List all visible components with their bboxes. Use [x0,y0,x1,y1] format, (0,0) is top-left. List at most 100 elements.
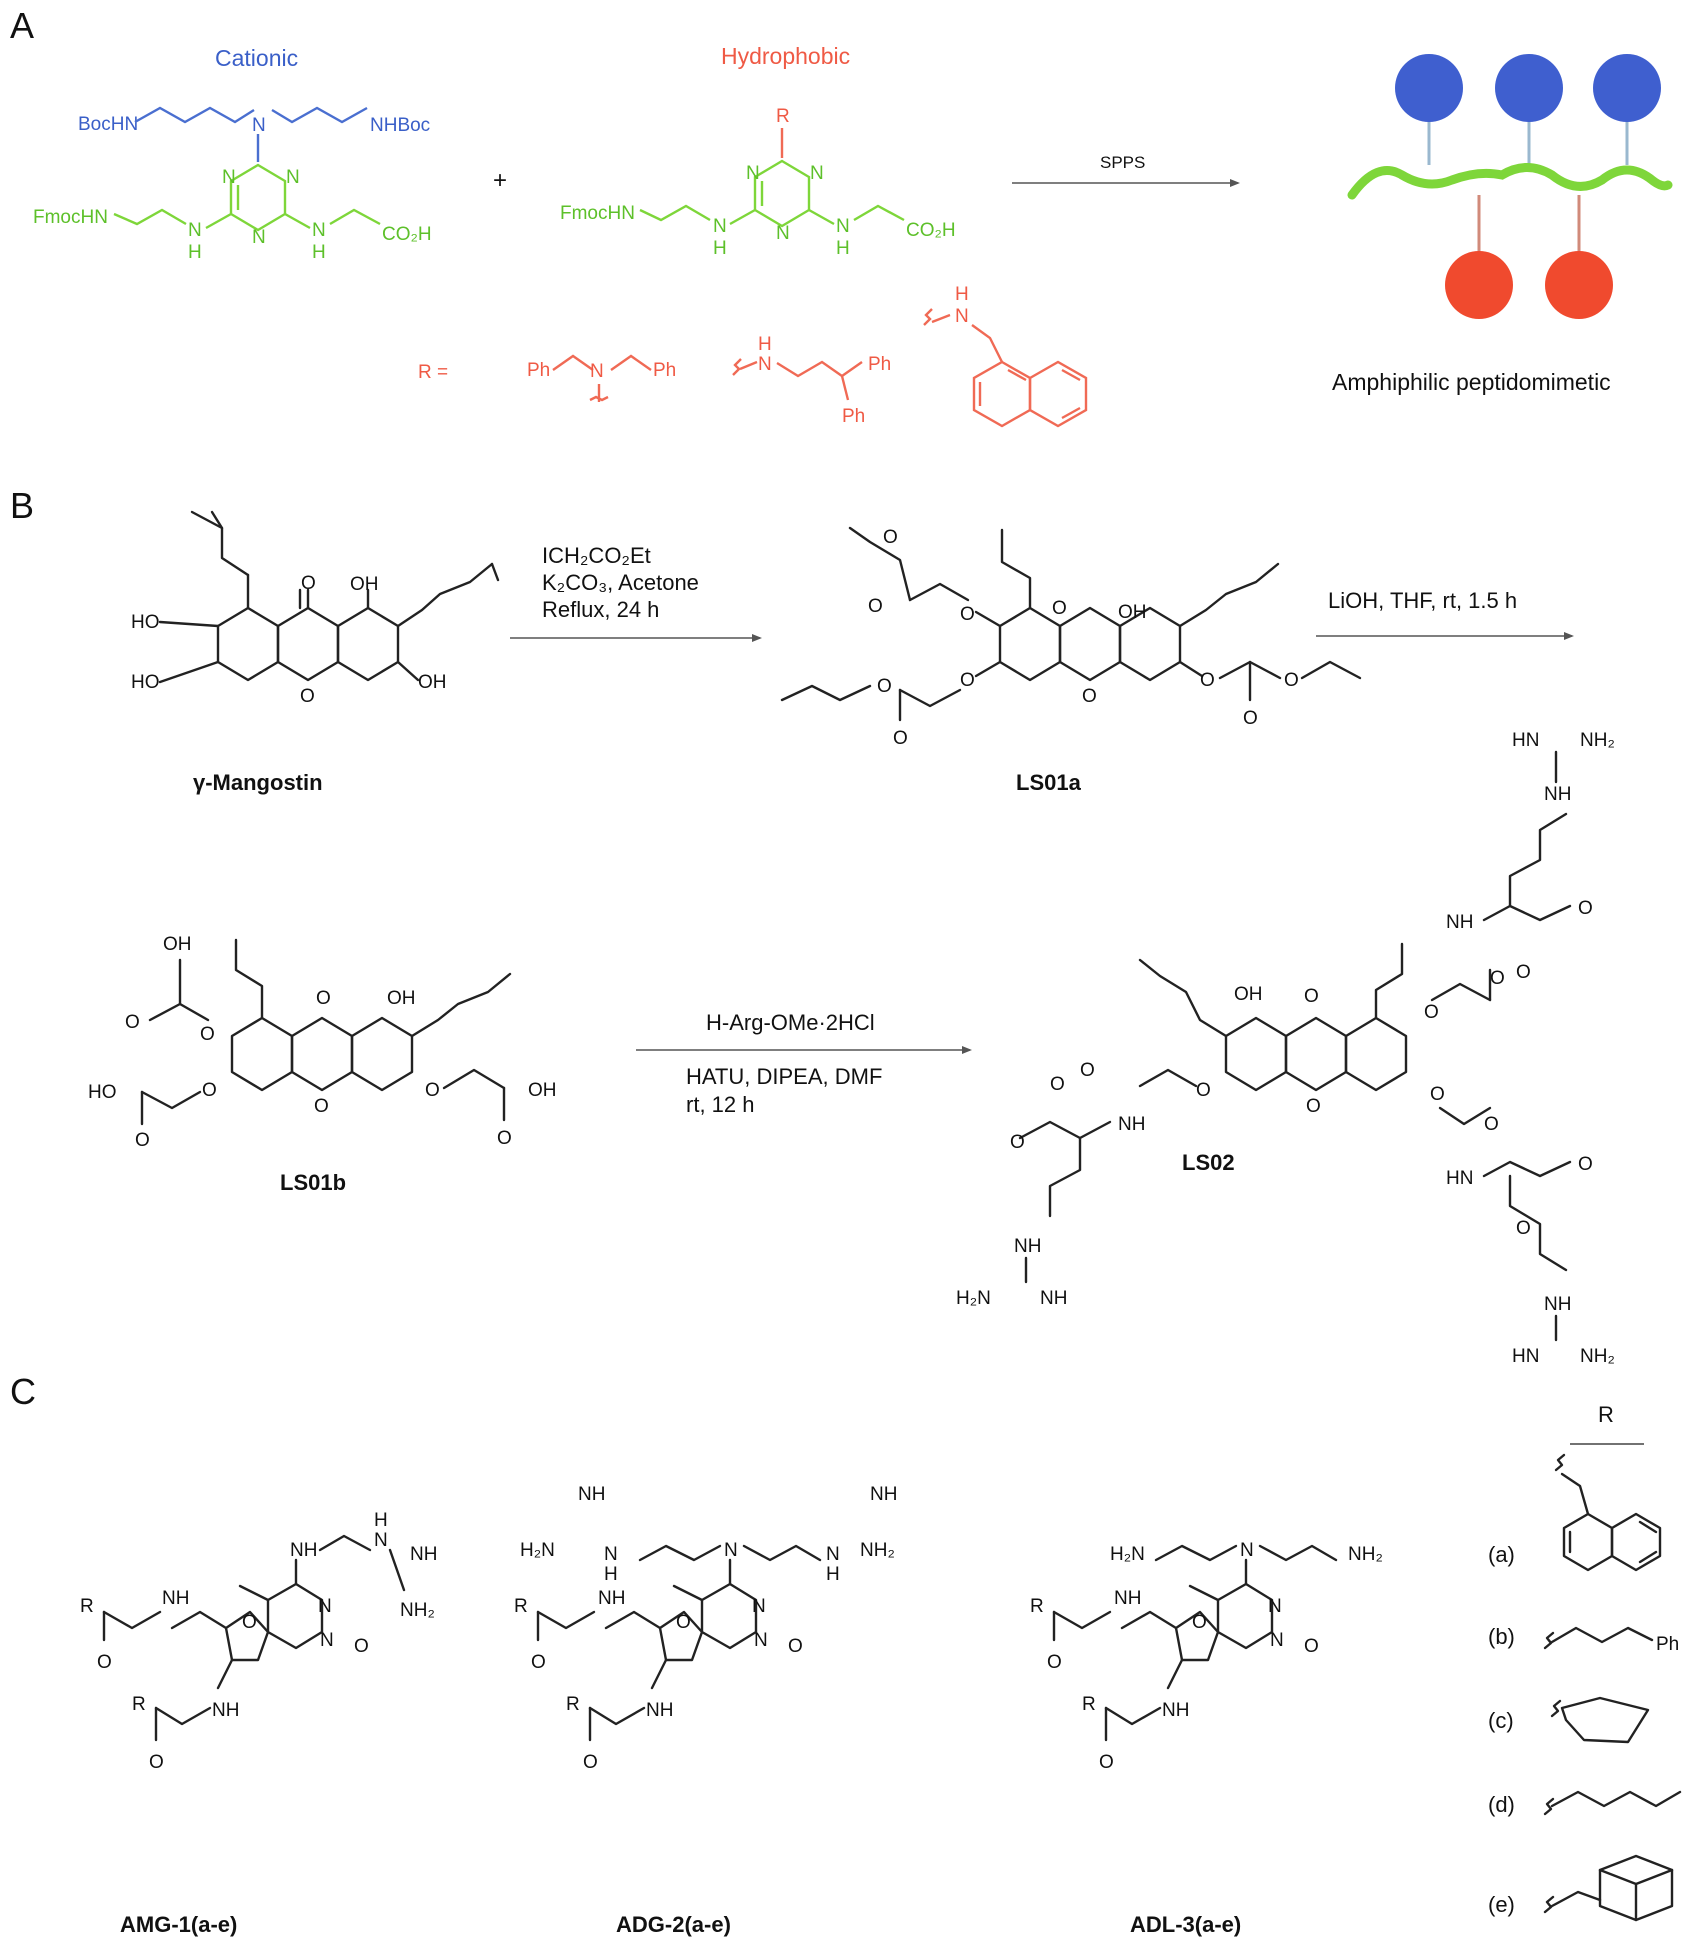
svg-text:NH: NH [1040,1288,1067,1309]
svg-text:NH: NH [1544,784,1571,805]
svg-text:R: R [80,1596,94,1617]
svg-text:NH: NH [578,1484,605,1505]
svg-text:O: O [300,686,315,707]
svg-text:O: O [242,1612,257,1633]
svg-text:N: N [713,216,727,237]
svg-text:H: H [312,242,326,263]
svg-text:NH: NH [212,1700,239,1721]
panel-label-b: B [10,485,34,526]
svg-text:N: N [590,361,604,382]
svg-text:O: O [1304,986,1319,1007]
svg-text:N: N [286,167,300,188]
svg-text:O: O [1578,898,1593,919]
cationic-bead [1495,54,1563,122]
svg-text:NH₂: NH₂ [1580,1346,1615,1367]
svg-text:O: O [1424,1002,1439,1023]
cationic-bead [1395,54,1463,122]
svg-text:OH: OH [1118,602,1147,623]
svg-text:BocHN: BocHN [78,114,138,135]
svg-text:O: O [135,1130,150,1151]
svg-text:O: O [1516,1218,1531,1239]
hydrophobic-label: Hydrophobic [721,43,850,69]
svg-text:O: O [1052,598,1067,619]
svg-text:N: N [374,1530,388,1551]
svg-text:R: R [1030,1596,1044,1617]
reaction-arrow-1-head [752,634,762,642]
svg-text:O: O [960,670,975,691]
svg-text:HO: HO [131,612,160,633]
svg-text:N: N [836,216,850,237]
reagent-3-line3: rt, 12 h [686,1092,754,1117]
svg-text:NH: NH [646,1700,673,1721]
r-item-c: (c) [1488,1708,1514,1733]
svg-text:NH: NH [1118,1114,1145,1135]
svg-text:N: N [758,354,772,375]
svg-text:Ph: Ph [868,354,891,375]
svg-text:N: N [252,227,266,248]
reagent-1-line2: K₂CO₃, Acetone [542,570,699,595]
svg-text:O: O [583,1752,598,1773]
svg-text:CO₂H: CO₂H [382,224,432,245]
compound-ls01b: LS01b [280,1170,346,1195]
svg-text:N: N [724,1540,738,1561]
compound-adg-2: ADG-2(a-e) [616,1912,731,1937]
hydrophobic-monomer: R N N N N H FmocHN N H CO₂H [560,106,956,259]
svg-text:HN: HN [1446,1168,1473,1189]
spps-arrow-head [1230,179,1240,187]
svg-text:O: O [960,604,975,625]
svg-text:O: O [1010,1132,1025,1153]
amg-1-structure: O N N O NH N H NH NH₂ NH R O NH R O [80,1510,437,1773]
hydrophobic-bead [1545,251,1613,319]
cationic-monomer: BocHN N NHBoc N N N N H FmocHN N H CO₂H [33,106,432,263]
svg-text:FmocHN: FmocHN [560,203,635,224]
svg-text:NH₂: NH₂ [860,1540,895,1561]
svg-text:NH: NH [1162,1700,1189,1721]
svg-text:H₂N: H₂N [956,1288,991,1309]
r-item-e: (e) [1488,1892,1515,1917]
svg-text:NH₂: NH₂ [400,1600,435,1621]
svg-text:R: R [132,1694,146,1715]
svg-text:OH: OH [387,988,416,1009]
svg-text:O: O [425,1080,440,1101]
svg-text:H: H [374,1510,388,1531]
svg-text:N: N [776,223,790,244]
svg-text:O: O [1243,708,1258,729]
amphiphilic-cartoon [1347,54,1673,319]
svg-text:NH: NH [1014,1236,1041,1257]
svg-text:HO: HO [88,1082,117,1103]
svg-text:H: H [836,238,850,259]
reaction-arrow-2-head [1564,632,1574,640]
svg-text:N: N [222,167,236,188]
svg-text:NH: NH [1446,912,1473,933]
svg-text:N: N [1240,1540,1254,1561]
svg-text:OH: OH [418,672,447,693]
svg-text:HN: HN [1512,730,1539,751]
plus-sign: + [493,167,507,194]
svg-text:O: O [1192,1612,1207,1633]
reagent-3-line2: HATU, DIPEA, DMF [686,1064,882,1089]
r-equals: R = [418,362,448,383]
svg-text:FmocHN: FmocHN [33,207,108,228]
svg-text:O: O [97,1652,112,1673]
reagent-1-line3: Reflux, 24 h [542,597,659,622]
svg-text:O: O [1284,670,1299,691]
svg-text:Ph: Ph [527,360,550,381]
svg-text:O: O [202,1080,217,1101]
svg-text:H: H [758,334,772,355]
svg-text:O: O [1047,1652,1062,1673]
svg-text:Ph: Ph [842,406,865,427]
svg-text:N: N [312,220,326,241]
ls01b-structure: O O OH O OH O O HO O O O OH [88,934,557,1151]
svg-text:O: O [1578,1154,1593,1175]
reagent-3-line1: H-Arg-OMe·2HCl [706,1010,875,1035]
svg-text:N: N [746,163,760,184]
svg-text:O: O [1099,1752,1114,1773]
ls02-structure: O O OH O O NH O O NH HN NH₂ O O HN O O N… [956,730,1615,1367]
svg-text:O: O [1200,670,1215,691]
svg-text:N: N [1270,1630,1284,1651]
r-item-d: (d) [1488,1792,1515,1817]
svg-text:O: O [877,676,892,697]
cationic-label: Cationic [215,45,298,71]
svg-text:O: O [1516,962,1531,983]
svg-text:H: H [955,284,969,305]
